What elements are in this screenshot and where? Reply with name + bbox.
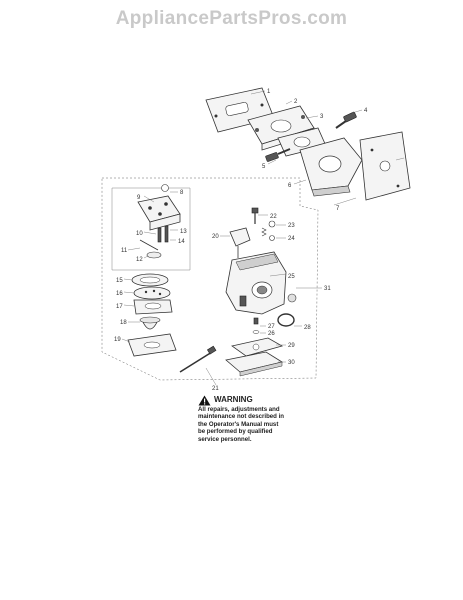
label-part-9: 9 (137, 195, 141, 201)
screw-part-5 (265, 148, 291, 162)
washer-part-26 (252, 330, 260, 334)
label-part-22: 22 (270, 214, 277, 220)
label-part-3: 3 (320, 114, 324, 120)
screw-part-22 (251, 207, 259, 224)
label-part-19: 19 (114, 337, 121, 343)
warning-line: service personnel. (198, 435, 252, 443)
lever-part-20 (229, 227, 251, 258)
warning-notice: WARNING All repairs, adjustments and mai… (198, 395, 308, 443)
warning-title: WARNING (214, 395, 253, 404)
label-part-23: 23 (288, 223, 295, 229)
label-part-10: 10 (136, 231, 143, 237)
carburetor-body-part-31 (225, 251, 287, 315)
label-part-8: 8 (180, 190, 184, 196)
diaphragm-part-29 (231, 337, 284, 357)
label-part-2: 2 (294, 99, 298, 105)
label-part-31: 31 (324, 286, 331, 292)
cover-part-9 (137, 195, 181, 231)
warning-line: be performed by qualified (198, 428, 273, 436)
spring-part-11 (139, 239, 159, 251)
diaphragm-part-16 (133, 286, 171, 300)
label-part-12: 12 (136, 257, 143, 263)
label-part-15: 15 (116, 278, 123, 284)
label-part-13: 13 (180, 229, 187, 235)
label-part-16: 16 (116, 291, 123, 297)
warning-line: the Operator's Manual must (198, 420, 279, 428)
label-part-24: 24 (288, 236, 295, 242)
label-part-21: 21 (212, 386, 219, 392)
lever-part-12 (146, 251, 162, 259)
label-part-26: 26 (268, 331, 275, 337)
label-part-29: 29 (288, 343, 295, 349)
plug-ball-icon (287, 293, 297, 303)
gasket-part-28 (277, 313, 295, 327)
label-part-18: 18 (120, 320, 127, 326)
cover-part-30 (225, 351, 284, 377)
primer-bulb-part-18 (139, 316, 161, 330)
screw-part-4 (335, 111, 357, 129)
label-part-27: 27 (268, 324, 275, 330)
gasket-part-15 (131, 273, 169, 287)
label-part-14: 14 (178, 239, 185, 245)
label-part-11: 11 (121, 248, 128, 254)
warning-line: All repairs, adjustments and (198, 406, 280, 413)
label-part-17: 17 (116, 304, 123, 310)
plug-part-8 (161, 184, 169, 192)
warning-text: All repairs, adjustments and maintenance… (198, 406, 308, 443)
pin-part-10 (157, 225, 169, 243)
label-part-5: 5 (262, 164, 266, 170)
warning-triangle-icon (198, 395, 211, 406)
label-part-25: 25 (288, 274, 295, 280)
label-part-20: 20 (212, 234, 219, 240)
label-part-7: 7 (336, 206, 340, 212)
spring-part-24 (261, 227, 275, 241)
label-part-1: 1 (267, 89, 271, 95)
watermark-text: AppliancePartsPros.com (115, 8, 348, 29)
valve-part-23 (268, 220, 276, 228)
label-part-28: 28 (304, 325, 311, 331)
label-part-6: 6 (288, 183, 292, 189)
retainer-part-19 (127, 333, 177, 357)
label-part-30: 30 (288, 360, 295, 366)
body-part-17 (133, 299, 173, 315)
spacer-part-6 (299, 137, 363, 197)
screw-part-27 (253, 317, 259, 325)
label-part-4: 4 (364, 108, 368, 114)
warning-line: maintenance not described in (198, 413, 285, 421)
screw-part-21 (179, 345, 217, 373)
leader-part-25 (269, 273, 287, 277)
gasket-part-7 (359, 131, 411, 201)
